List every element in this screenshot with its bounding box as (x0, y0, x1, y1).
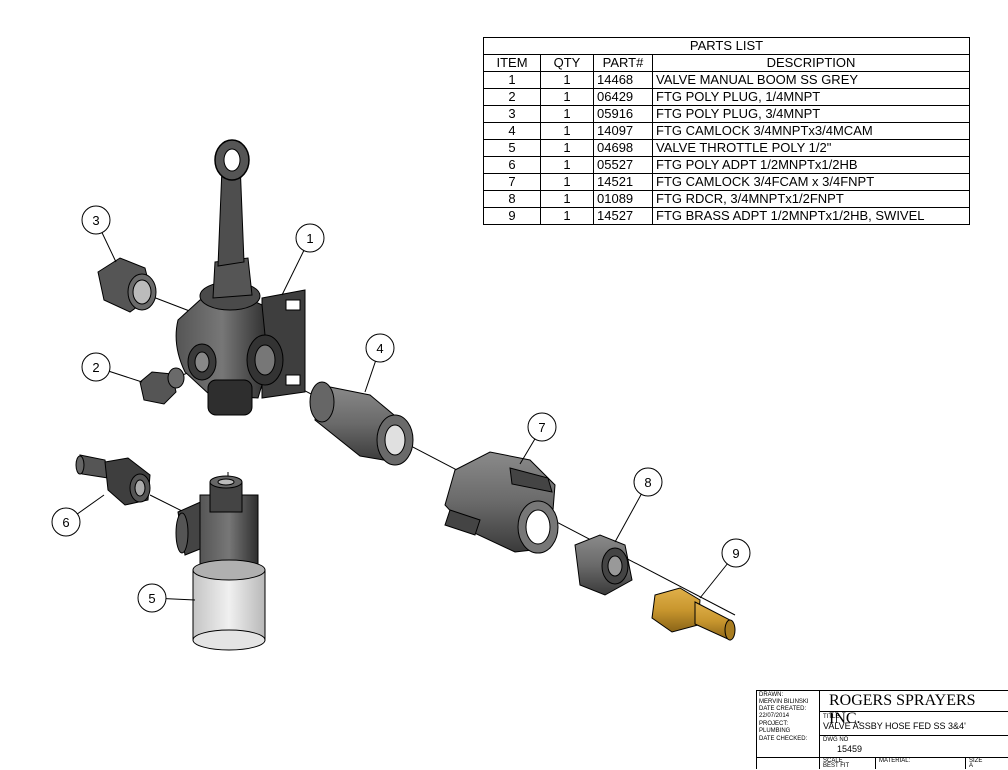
balloon-2: 2 (81, 352, 143, 383)
cell-description: FTG RDCR, 3/4MNPTx1/2FNPT (652, 190, 970, 208)
part-9-brass-adapter (651, 587, 736, 641)
balloon-8: 8 (614, 467, 663, 543)
drawn-value: MERVIN BILINSKI (759, 699, 809, 705)
balloon-7: 7 (519, 412, 557, 465)
dwg-no-label: DWG NO (823, 737, 849, 743)
balloon-5: 5 (137, 583, 196, 613)
part-4-camlock-male (309, 381, 414, 466)
balloon-2-label: 2 (92, 360, 99, 375)
part-8-reducer (574, 534, 633, 596)
balloon-1: 1 (281, 223, 325, 296)
part-1-manual-valve (175, 139, 306, 416)
balloon-3: 3 (81, 205, 117, 263)
project-value: PLUMBING (759, 728, 791, 734)
column-header-description: DESCRIPTION (652, 54, 970, 72)
date-created-value: 22/07/2014 (759, 713, 790, 719)
cell-description: FTG BRASS ADPT 1/2MNPTx1/2HB, SWIVEL (652, 207, 970, 225)
cell-part-number: 14527 (593, 207, 653, 225)
balloon-9: 9 (699, 538, 751, 599)
balloon-3-label: 3 (92, 213, 99, 228)
company-name: ROGERS SPRAYERS INC. (829, 692, 976, 727)
part-7-camlock-female (444, 451, 559, 554)
part-2-plug-1-4 (139, 367, 185, 405)
title-value: VALVE ASSBY HOSE FED SS 3&4' (823, 721, 966, 731)
drawn-label: DRAWN: (759, 692, 784, 698)
cell-description: FTG POLY PLUG, 1/4MNPT (652, 88, 970, 106)
date-checked-label: DATE CHECKED: (759, 736, 808, 742)
balloon-4: 4 (364, 333, 395, 393)
project-label: PROJECT: (759, 721, 789, 727)
cell-description: FTG POLY PLUG, 3/4MNPT (652, 105, 970, 123)
balloon-8-label: 8 (644, 475, 651, 490)
material-label: MATERIAL: (879, 758, 911, 764)
cell-description: FTG POLY ADPT 1/2MNPTx1/2HB (652, 156, 970, 174)
balloon-5-label: 5 (148, 591, 155, 606)
scale-label: SCALE (823, 758, 843, 764)
size-value: A (969, 763, 974, 769)
balloon-7-label: 7 (538, 420, 545, 435)
cell-part-number: 14097 (593, 122, 653, 140)
cell-item: 9 (483, 207, 541, 225)
cell-description: VALVE MANUAL BOOM SS GREY (652, 71, 970, 89)
part-5-throttle-valve (175, 475, 266, 651)
balloon-1-label: 1 (306, 231, 313, 246)
balloon-6-label: 6 (62, 515, 69, 530)
cell-part-number: 05916 (593, 105, 653, 123)
cell-part-number: 01089 (593, 190, 653, 208)
part-6-poly-adapter (75, 454, 151, 506)
balloon-6: 6 (51, 494, 105, 537)
title-block: DRAWN: MERVIN BILINSKI DATE CREATED: 22/… (756, 690, 1008, 769)
balloon-4-label: 4 (376, 341, 383, 356)
scale-value: BEST FIT (823, 763, 850, 769)
size-label: SIZE (969, 758, 983, 764)
part-3-plug-3-4 (97, 257, 157, 313)
cell-description: VALVE THROTTLE POLY 1/2" (652, 139, 970, 157)
dwg-no-value: 15459 (837, 744, 863, 754)
balloon-9-label: 9 (732, 546, 739, 561)
title-label: TITLE (823, 714, 840, 720)
date-created-label: DATE CREATED: (759, 706, 807, 712)
